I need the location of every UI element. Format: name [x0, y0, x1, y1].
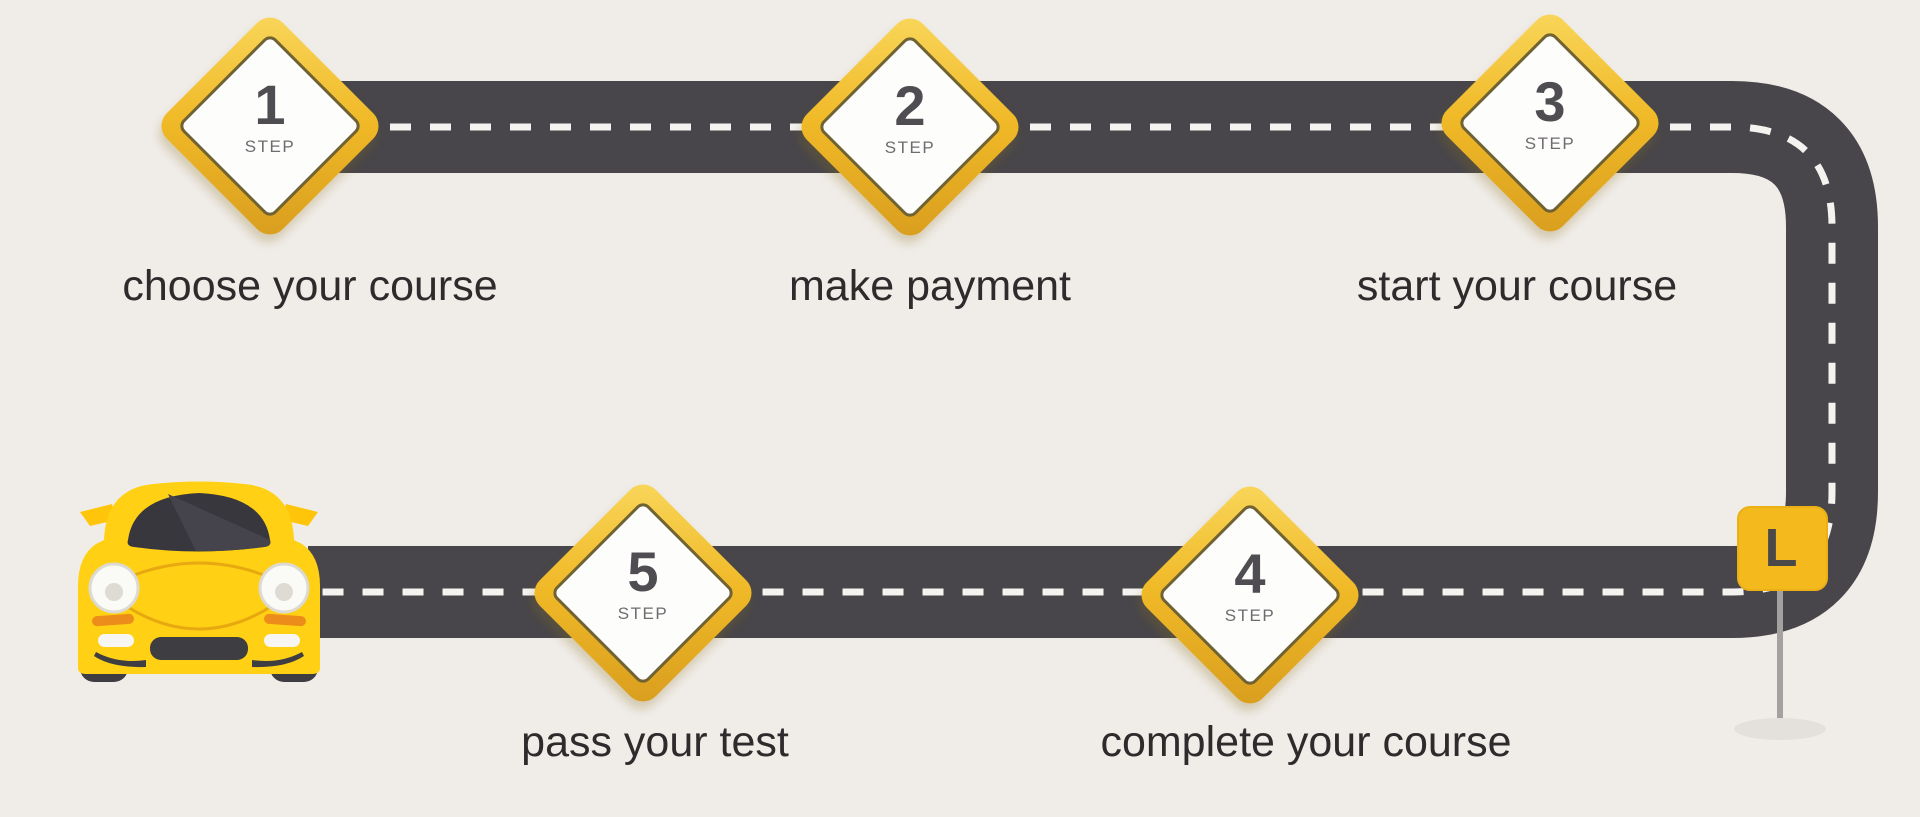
car-indicator-right — [264, 613, 306, 627]
step-number: 2 — [894, 74, 926, 137]
car-icon — [78, 481, 320, 682]
car-air-intake — [150, 637, 248, 660]
step-number: 4 — [1234, 542, 1266, 605]
car-headlight-right-detail — [275, 583, 293, 601]
step-number: 5 — [627, 540, 659, 603]
l-plate-letter: L — [1765, 518, 1798, 578]
car-bumper-wedge-left — [94, 652, 146, 668]
car-windshield-highlight — [168, 494, 271, 552]
step-caption-2: make payment — [788, 262, 1072, 310]
l-plate-sign — [1737, 506, 1828, 591]
step-word: STEP — [244, 137, 296, 156]
step-word: STEP — [617, 604, 669, 623]
l-plate-pole — [1777, 588, 1783, 726]
step-word: STEP — [884, 138, 936, 157]
car-bumper-wedge-right — [252, 652, 304, 668]
step-sign-5: 5 STEP — [527, 477, 759, 709]
car-bumper-insert-left — [98, 634, 134, 647]
step-sign-3: 3 STEP — [1434, 7, 1666, 239]
step-number: 1 — [254, 73, 286, 136]
step-number: 3 — [1534, 70, 1566, 133]
car-cowl-line — [121, 561, 277, 582]
step-sign-2: 2 STEP — [794, 11, 1026, 243]
step-sign-1: 1 STEP — [154, 10, 386, 242]
step-caption-1: choose your course — [122, 262, 498, 310]
step-caption-3: start your course — [1356, 262, 1678, 310]
l-plate-shadow — [1734, 718, 1826, 740]
step-caption-4: complete your course — [1100, 718, 1512, 766]
learner-plate: L — [1734, 506, 1828, 740]
step-sign-4: 4 STEP — [1134, 479, 1366, 711]
step-caption-5: pass your test — [521, 718, 789, 766]
step-word: STEP — [1524, 134, 1576, 153]
car-bumper-insert-right — [264, 634, 300, 647]
car-indicator-left — [92, 613, 134, 627]
step-word: STEP — [1224, 606, 1276, 625]
car-headlight-left-detail — [105, 583, 123, 601]
